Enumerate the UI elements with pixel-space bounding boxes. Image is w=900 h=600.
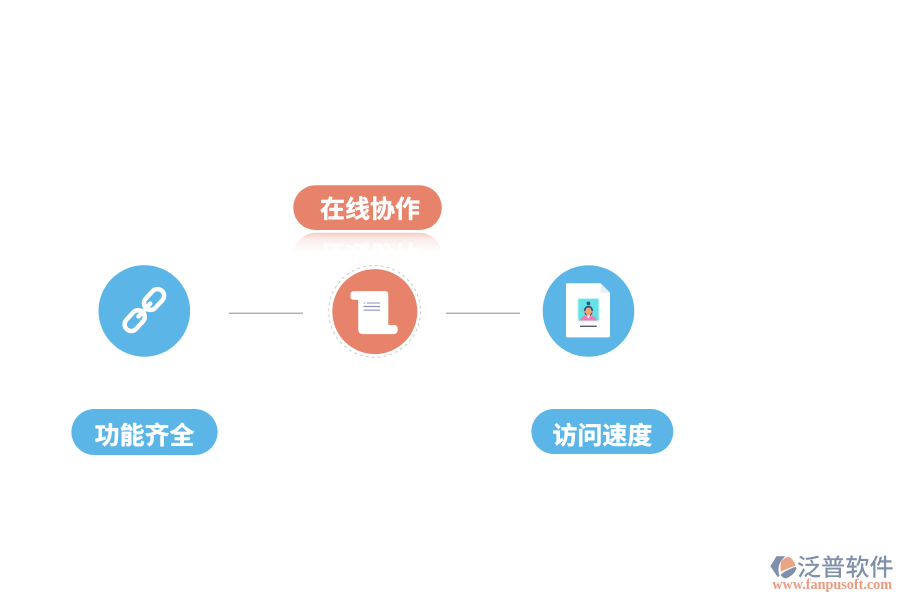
svg-text:www.fanpusoft.com: www.fanpusoft.com [772, 577, 892, 593]
